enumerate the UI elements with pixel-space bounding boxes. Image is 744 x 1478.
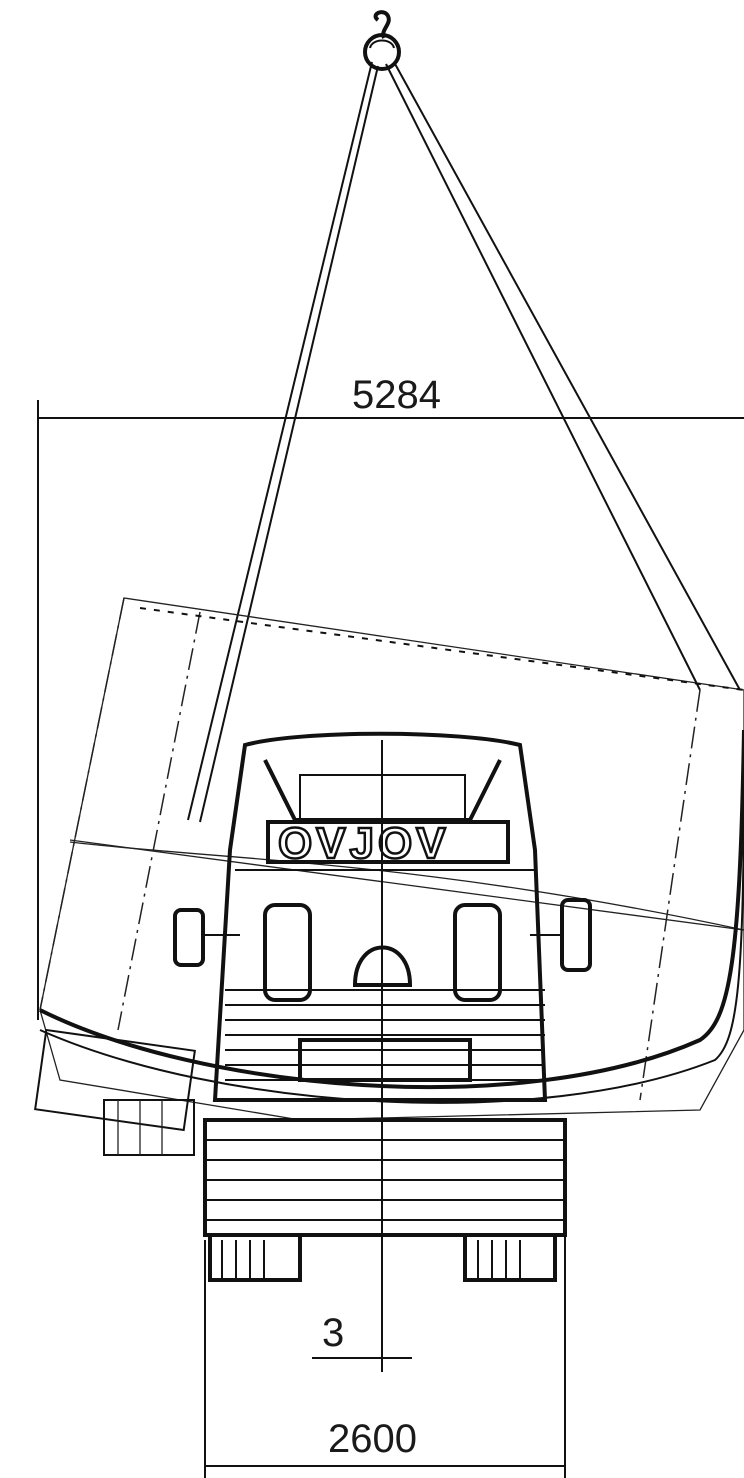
track-width-dimension: 2600	[204, 1230, 566, 1478]
undercarriage	[203, 1118, 567, 1282]
logo-text: OVJOV	[278, 819, 450, 868]
crane-hook-icon	[363, 10, 401, 71]
offset-dimension: 3	[312, 1311, 412, 1359]
offset-label: 3	[322, 1311, 344, 1355]
overall-width-label: 5284	[352, 373, 441, 417]
track-width-label: 2600	[328, 1417, 417, 1461]
attachment-body	[34, 597, 744, 1156]
overall-width-dimension: 5284	[37, 373, 744, 1020]
lifting-slings	[187, 61, 741, 823]
